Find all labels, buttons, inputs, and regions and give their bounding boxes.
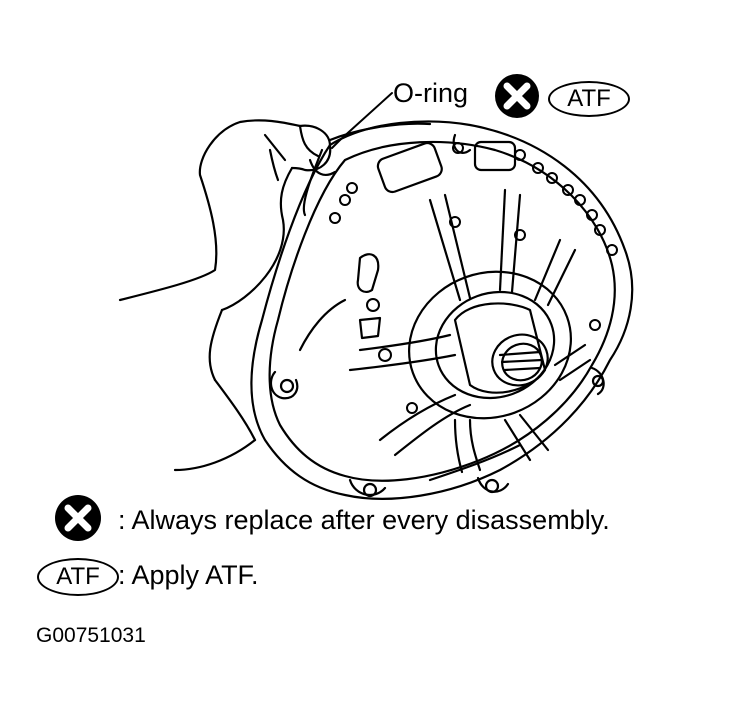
legend-apply-atf-text: : Apply ATF. (118, 560, 259, 590)
atf-oval-badge: ATF (548, 81, 630, 117)
radial-ribs (298, 188, 592, 482)
pump-body-outline (250, 120, 634, 500)
o-ring-callout-label: O-ring (393, 78, 469, 108)
figure-id: G00751031 (36, 624, 146, 647)
legend-x-mark-circle-icon (55, 495, 101, 541)
legend-atf-oval-badge: ATF (37, 558, 119, 596)
o-ring-leader-line (331, 92, 393, 149)
x-mark-circle-icon (495, 74, 539, 118)
bolt-holes (329, 142, 618, 414)
hand-illustration (118, 119, 332, 472)
central-boss (408, 270, 572, 420)
rim-pockets (356, 140, 517, 340)
o-ring-band (302, 122, 432, 217)
legend-replace-text: : Always replace after every disassembly… (118, 505, 610, 535)
